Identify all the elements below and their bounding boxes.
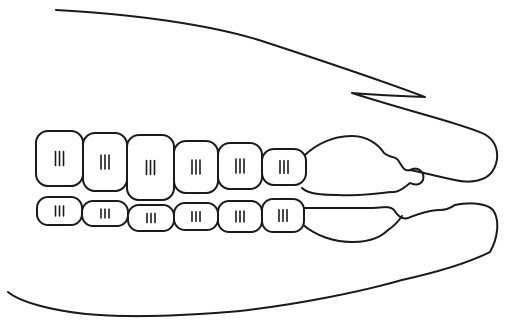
lower-diastema-outline xyxy=(302,205,455,242)
upper-tooth-row xyxy=(36,131,306,200)
diastema-gum-outline xyxy=(302,136,423,195)
lower-tooth-row xyxy=(37,197,304,232)
